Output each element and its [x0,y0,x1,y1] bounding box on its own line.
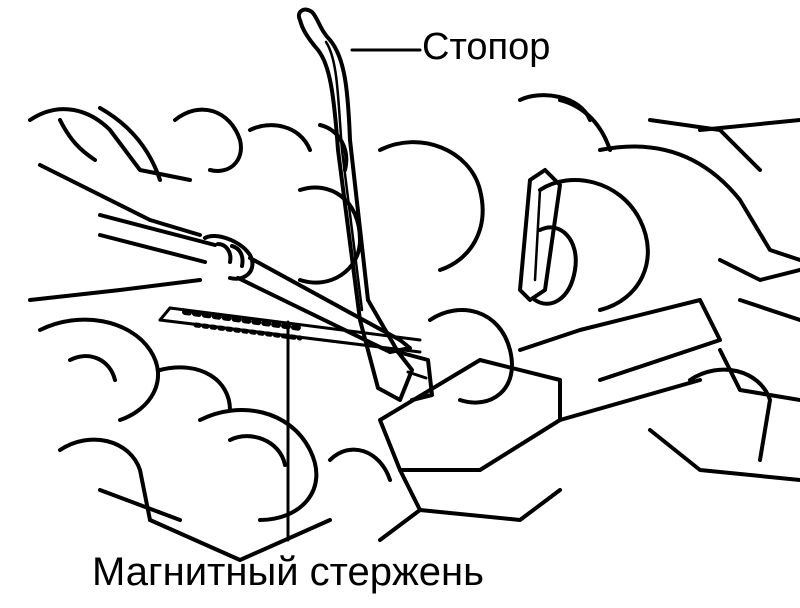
stopper-label: Стопор [422,26,551,68]
rocker-arm [518,168,562,302]
camshaft-lobes [298,140,650,405]
leader-lines [286,48,422,542]
magnetic-rod-label: Магнитный стержень [92,550,484,594]
lower-cylinder-area [38,317,392,562]
stopper-tool-icon [297,7,434,402]
cylinder-head-outline [28,93,800,482]
magnetic-rod-icon [158,306,422,354]
valve-block [378,298,722,542]
